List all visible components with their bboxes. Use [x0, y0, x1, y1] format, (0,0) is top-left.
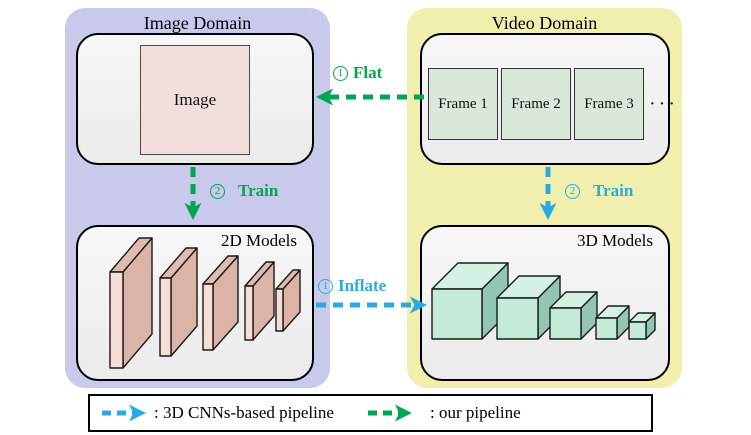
- 2d-models-box: 2D Models: [76, 225, 314, 381]
- legend-green-arrow: [368, 404, 412, 422]
- 3d-models-box: 3D Models: [420, 225, 670, 381]
- flat-label: 1 Flat: [333, 63, 382, 83]
- legend-green-label: : our pipeline: [430, 403, 521, 422]
- train-image-word: Train: [238, 181, 279, 200]
- flat-word: Flat: [353, 63, 383, 82]
- legend-cyan-arrow: [102, 404, 146, 422]
- frames-row: Frame 1 Frame 2 Frame 3 ···: [428, 68, 678, 140]
- video-box: Frame 1 Frame 2 Frame 3 ···: [420, 33, 675, 165]
- video-frame-2: Frame 2: [501, 68, 571, 140]
- inflate-word: Inflate: [338, 276, 387, 295]
- 3d-models-title: 3D Models: [576, 231, 653, 250]
- step-circle: 1: [333, 65, 348, 81]
- video-frame-1: Frame 1: [428, 68, 498, 140]
- image-thumbnail: Image: [140, 45, 250, 155]
- image-domain-title: Image Domain: [143, 13, 252, 33]
- 2d-models-title: 2D Models: [220, 231, 297, 250]
- train-image-label: 2 Train: [210, 181, 278, 201]
- frames-ellipsis-label: ···: [649, 92, 678, 115]
- legend-cyan-label: : 3D CNNs-based pipeline: [154, 403, 334, 422]
- step-circle: 1: [318, 278, 333, 294]
- inflate-label: 1 Inflate: [318, 276, 386, 296]
- video-domain-title: Video Domain: [491, 13, 598, 33]
- train-video-label: 2 Train: [565, 181, 633, 201]
- step-circle: 2: [210, 183, 225, 199]
- video-frame-3: Frame 3: [574, 68, 644, 140]
- legend: : 3D CNNs-based pipeline : our pipeline: [88, 394, 653, 432]
- image-label: Image: [173, 90, 217, 109]
- train-video-word: Train: [593, 181, 634, 200]
- image-box: Image: [76, 33, 314, 165]
- step-circle: 2: [565, 183, 580, 199]
